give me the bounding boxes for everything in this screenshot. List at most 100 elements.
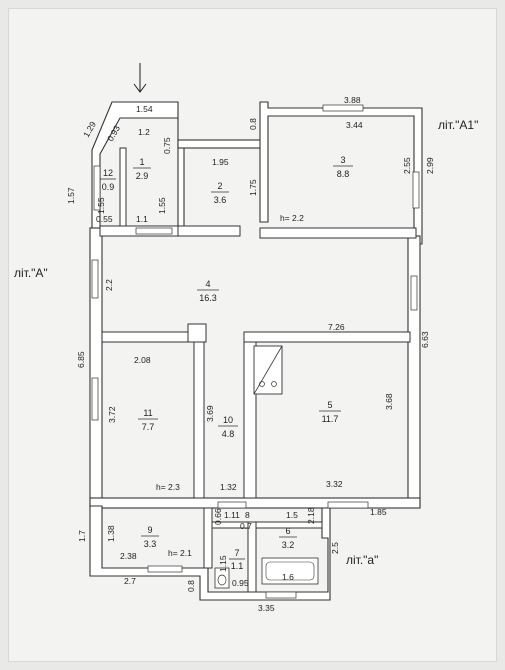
svg-text:2.18: 2.18 (306, 507, 316, 524)
svg-text:5: 5 (327, 400, 332, 410)
window (410, 275, 418, 311)
svg-text:2.55: 2.55 (402, 157, 412, 174)
window (147, 565, 183, 573)
svg-text:h= 2.2: h= 2.2 (280, 213, 304, 223)
label-lit-a1: літ."А1" (438, 118, 478, 132)
room-9: 9 3.3 (141, 525, 159, 549)
room-6: 6 3.2 (279, 526, 297, 550)
svg-text:11: 11 (143, 408, 152, 418)
svg-text:3.44: 3.44 (346, 120, 363, 130)
svg-text:1.57: 1.57 (66, 187, 76, 204)
svg-text:0.95: 0.95 (232, 578, 249, 588)
svg-text:3.69: 3.69 (205, 405, 215, 422)
svg-text:0.66: 0.66 (213, 508, 223, 525)
svg-text:0.9: 0.9 (102, 182, 115, 192)
wall-annex-8 (211, 521, 249, 529)
wall-annex-9-7 (203, 507, 213, 569)
entrance-arrow-icon (133, 63, 147, 93)
svg-text:1.5: 1.5 (286, 510, 298, 520)
wall-12 (119, 147, 127, 227)
wall-10-5 (243, 341, 257, 499)
svg-text:0.8: 0.8 (186, 580, 196, 592)
dimension-labels: 1.54 1.29 0.93 1.2 0.75 3.88 3.44 0.8 1.… (66, 95, 435, 613)
svg-text:3.88: 3.88 (344, 95, 361, 105)
window (327, 501, 369, 509)
svg-text:1.1: 1.1 (231, 561, 244, 571)
svg-text:1.85: 1.85 (370, 507, 387, 517)
svg-text:12: 12 (103, 168, 113, 178)
svg-text:1.7: 1.7 (77, 530, 87, 542)
wall-11-10 (193, 341, 205, 499)
drawing-sheet: літ."А" літ."А1" літ."а" 1 2.9 2 3.6 3 8… (8, 8, 497, 662)
svg-text:1.95: 1.95 (212, 157, 229, 167)
svg-text:1.1: 1.1 (136, 214, 148, 224)
window (93, 165, 101, 211)
room-7: 7 1.1 (229, 548, 245, 571)
svg-text:0.75: 0.75 (162, 137, 172, 154)
svg-text:1.2: 1.2 (138, 127, 150, 137)
svg-text:1.6: 1.6 (282, 572, 294, 582)
label-lit-a: літ."А" (14, 266, 48, 280)
svg-text:0.55: 0.55 (96, 214, 113, 224)
svg-text:3.35: 3.35 (258, 603, 275, 613)
svg-text:3.6: 3.6 (214, 195, 227, 205)
svg-text:16.3: 16.3 (199, 293, 217, 303)
window (322, 104, 364, 112)
svg-text:7: 7 (234, 548, 239, 558)
wall-room4-top-mid (177, 225, 241, 237)
wall-room4-bottom-right (243, 331, 411, 343)
svg-text:6.63: 6.63 (420, 331, 430, 348)
window (91, 259, 99, 299)
svg-text:10: 10 (223, 415, 233, 425)
svg-text:3.72: 3.72 (107, 406, 117, 423)
svg-text:3.32: 3.32 (326, 479, 343, 489)
svg-text:1.54: 1.54 (136, 104, 153, 114)
svg-text:11.7: 11.7 (322, 414, 339, 424)
svg-text:h= 2.1: h= 2.1 (168, 548, 192, 558)
window (91, 377, 99, 421)
bathtub-icon (261, 557, 319, 585)
svg-text:1.75: 1.75 (248, 179, 258, 196)
boiler-icon (253, 345, 283, 395)
room-4: 4 16.3 (197, 279, 219, 303)
window (217, 501, 247, 509)
svg-text:4.8: 4.8 (222, 429, 235, 439)
room-1: 1 2.9 (133, 157, 151, 181)
wall-top-room2 (177, 139, 267, 149)
svg-text:7.26: 7.26 (328, 322, 345, 332)
svg-text:3.2: 3.2 (282, 540, 295, 550)
svg-text:1.11: 1.11 (224, 510, 240, 520)
svg-text:7.7: 7.7 (142, 422, 155, 432)
svg-text:3: 3 (340, 155, 345, 165)
svg-text:9: 9 (147, 525, 152, 535)
svg-text:0.7: 0.7 (240, 521, 252, 531)
svg-text:3.68: 3.68 (384, 393, 394, 410)
svg-text:1.38: 1.38 (106, 525, 116, 542)
room-10: 10 4.8 (218, 415, 238, 439)
room-12: 12 0.9 (100, 168, 116, 192)
toilet-icon (214, 567, 230, 589)
svg-text:2.5: 2.5 (330, 542, 340, 554)
svg-text:4: 4 (205, 279, 210, 289)
wall-annex-6-top (255, 521, 323, 529)
svg-text:2.7: 2.7 (124, 576, 136, 586)
room-11: 11 7.7 (138, 408, 158, 432)
svg-text:h= 2.3: h= 2.3 (156, 482, 180, 492)
wall-annex (89, 505, 331, 601)
window (135, 227, 173, 235)
window (265, 591, 297, 599)
svg-text:2.9: 2.9 (136, 171, 149, 181)
svg-text:3.3: 3.3 (144, 539, 157, 549)
wall-room4-bottom-left (101, 331, 195, 343)
window (412, 171, 420, 209)
svg-text:2.2: 2.2 (104, 279, 114, 291)
svg-text:1.32: 1.32 (220, 482, 237, 492)
room-5: 5 11.7 (319, 400, 341, 424)
svg-text:2: 2 (217, 181, 222, 191)
svg-text:2.08: 2.08 (134, 355, 151, 365)
svg-text:2.38: 2.38 (120, 551, 137, 561)
wall-stub (187, 323, 207, 343)
wall-annex-7-6 (247, 521, 257, 593)
svg-text:1: 1 (139, 157, 144, 167)
wall-room4-top-right (259, 227, 417, 239)
